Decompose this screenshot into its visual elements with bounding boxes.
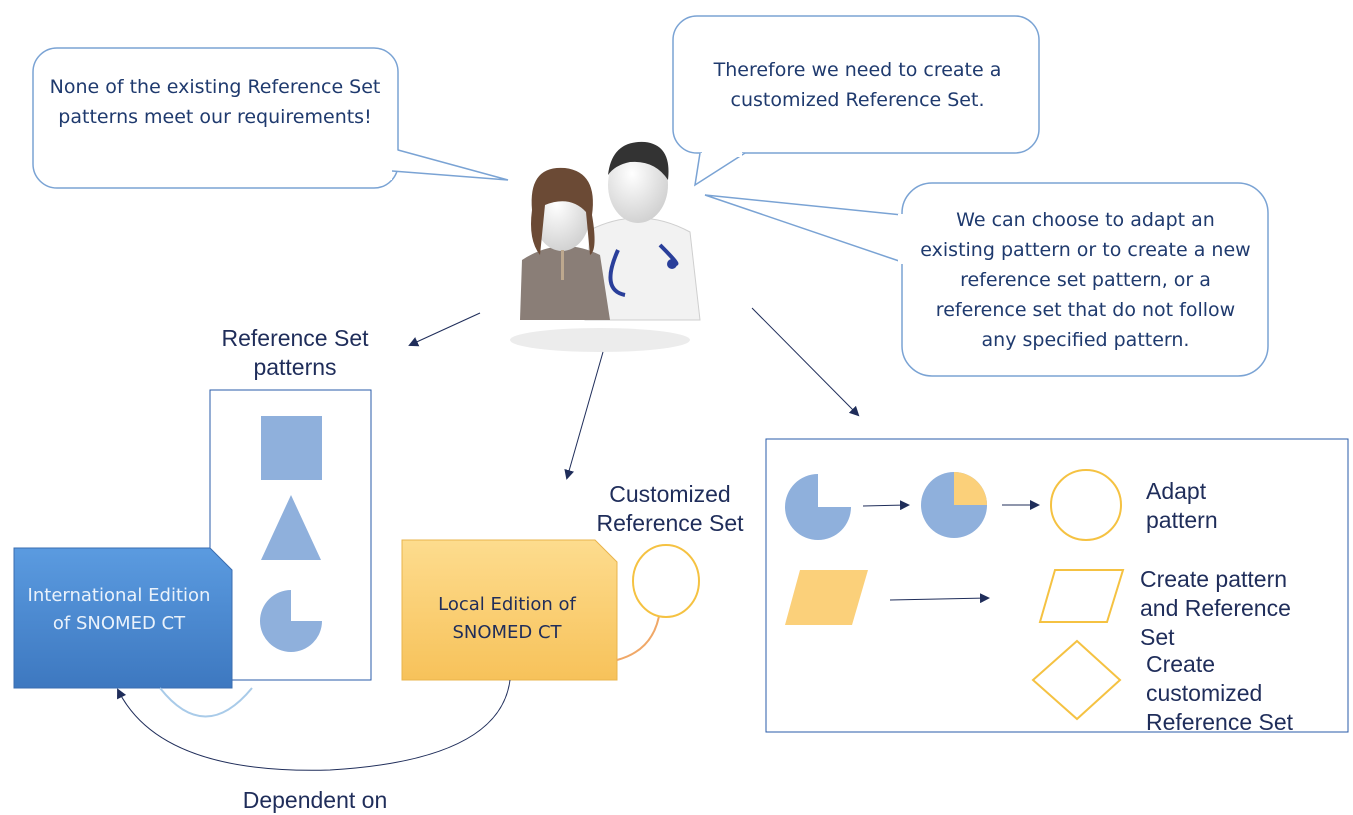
adapt-result-circle [1050,469,1122,541]
customized-label: Customized Reference Set [596,481,744,536]
three-quarter-circle-shape [260,590,322,652]
people-figure-icon [510,141,701,352]
speech-bubble-top [672,15,1040,187]
create-pattern-label: Create pattern and Reference Set [1140,566,1291,650]
arrow-to-customized [564,351,604,480]
diamond-outline [1031,639,1122,721]
patterns-label: Reference Set patterns [221,325,369,380]
square-shape [261,416,322,480]
local-card [401,539,661,681]
adapt-label: Adapt pattern [1146,478,1218,533]
local-card-text: Local Edition of SNOMED CT [438,594,576,643]
dependent-arrow [117,679,511,771]
international-card [13,547,253,718]
pattern-three-quarter-icon [785,474,851,540]
speech-bubble-right [704,182,1269,377]
international-card-text: International Edition of SNOMED CT [27,585,211,634]
bubble-right-text: We can choose to adapt an existing patte… [920,209,1251,351]
arrow-to-patterns [408,312,481,347]
parallelogram-outline [1038,569,1125,623]
create-custom-label: Create customized Reference Set [1146,651,1294,735]
arrow-to-options [751,307,860,417]
speech-bubble-left [32,47,509,189]
options-box [765,438,1349,733]
dependent-label: Dependent on [242,787,388,813]
bubble-top-text: Therefore we need to create a customized… [713,59,1002,111]
customized-circle [632,544,700,618]
bubble-left-text: None of the existing Reference Set patte… [49,76,381,128]
triangle-shape [261,495,321,560]
parallelogram-filled [785,570,868,625]
patterns-box [209,389,372,681]
